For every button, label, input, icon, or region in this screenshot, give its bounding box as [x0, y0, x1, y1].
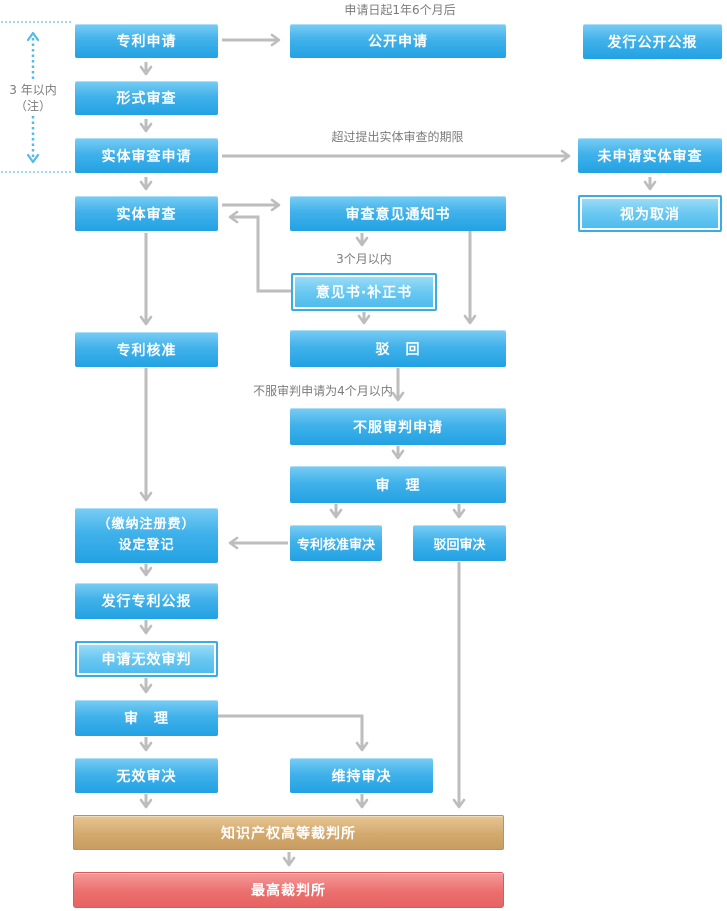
node-opinion-amendment: 意见书·补正书 — [291, 273, 437, 311]
node-deemed-cancel: 视为取消 — [578, 195, 722, 232]
edge-amendment-to-subexam — [228, 210, 291, 293]
node-label: 审 理 — [375, 477, 421, 494]
node-patent-application: 专利申请 — [75, 24, 218, 58]
node-sub-exam: 实体审查 — [75, 196, 218, 231]
node-registration: （缴纳注册费） 设定登记 — [75, 508, 218, 563]
node-label: 审查意见通知书 — [345, 206, 451, 223]
node-rejection: 驳 回 — [290, 330, 506, 367]
node-rejection-decision: 驳回审决 — [413, 525, 506, 561]
node-label: 维持审决 — [331, 768, 392, 785]
node-label: 实体审查申请 — [101, 148, 192, 165]
node-open-gazette: 发行公开公报 — [583, 24, 722, 59]
node-opinion-notice: 审查意见通知书 — [290, 196, 506, 231]
node-label: 专利申请 — [116, 34, 177, 50]
node-label: 实体审查 — [116, 206, 177, 223]
label-after-filing: 申请日起1年6个月后 — [344, 3, 456, 17]
label-exam-deadline: 超过提出实体审查的期限 — [331, 130, 464, 144]
node-label: 专利核准 — [116, 342, 177, 359]
node-supreme-court: 最高裁判所 — [73, 872, 504, 908]
node-label: 最高裁判所 — [251, 883, 326, 899]
node-invalidation-trial: 审 理 — [75, 700, 218, 736]
node-label: 不服审判申请 — [353, 419, 443, 436]
node-invalidation-decision: 无效审决 — [75, 758, 218, 793]
node-label: 意见书·补正书 — [315, 285, 413, 301]
node-sub-exam-request: 实体审查申请 — [75, 138, 218, 173]
node-appeal-trial: 审 理 — [290, 466, 506, 503]
node-label: 无效审决 — [116, 768, 177, 785]
edge-trial2-to-maintenance — [218, 714, 369, 752]
label-appeal-4-months: 不服审判申请为4个月以内 — [253, 384, 393, 398]
node-label: 未申请实体审查 — [597, 148, 703, 165]
node-label: 发行专利公报 — [101, 594, 192, 610]
node-label: 驳 回 — [375, 341, 421, 358]
node-formal-exam: 形式审查 — [75, 81, 218, 115]
node-maintenance-decision: 维持审决 — [290, 758, 433, 793]
node-label-line2: 设定登记 — [118, 537, 175, 553]
node-label: 审 理 — [124, 711, 169, 727]
label-note: （注） — [14, 99, 51, 113]
node-publish-application: 公开申请 — [290, 24, 506, 58]
node-label: 发行公开公报 — [607, 34, 698, 51]
node-ip-high-court: 知识产权高等裁判所 — [73, 815, 504, 850]
node-patent-gazette: 发行专利公报 — [75, 583, 218, 619]
node-invalidation-request: 申请无效审判 — [75, 641, 218, 677]
node-approval-decision: 专利核准审决 — [290, 525, 382, 561]
label-within-3-years: 3 年以内 — [9, 83, 57, 97]
label-within-3-months: 3个月以内 — [336, 252, 392, 266]
node-label: 形式审查 — [116, 91, 177, 107]
node-appeal-request: 不服审判申请 — [290, 408, 506, 445]
node-patent-approval: 专利核准 — [75, 332, 218, 367]
node-label: 知识产权高等裁判所 — [221, 825, 356, 842]
node-label-line1: （缴纳注册费） — [97, 517, 196, 533]
node-no-sub-exam: 未申请实体审查 — [578, 138, 722, 173]
node-label: 申请无效审判 — [101, 652, 192, 668]
node-label: 专利核准审决 — [296, 537, 375, 553]
node-label: 公开申请 — [368, 34, 428, 50]
node-label: 驳回审决 — [433, 537, 486, 553]
node-label: 视为取消 — [620, 206, 680, 223]
